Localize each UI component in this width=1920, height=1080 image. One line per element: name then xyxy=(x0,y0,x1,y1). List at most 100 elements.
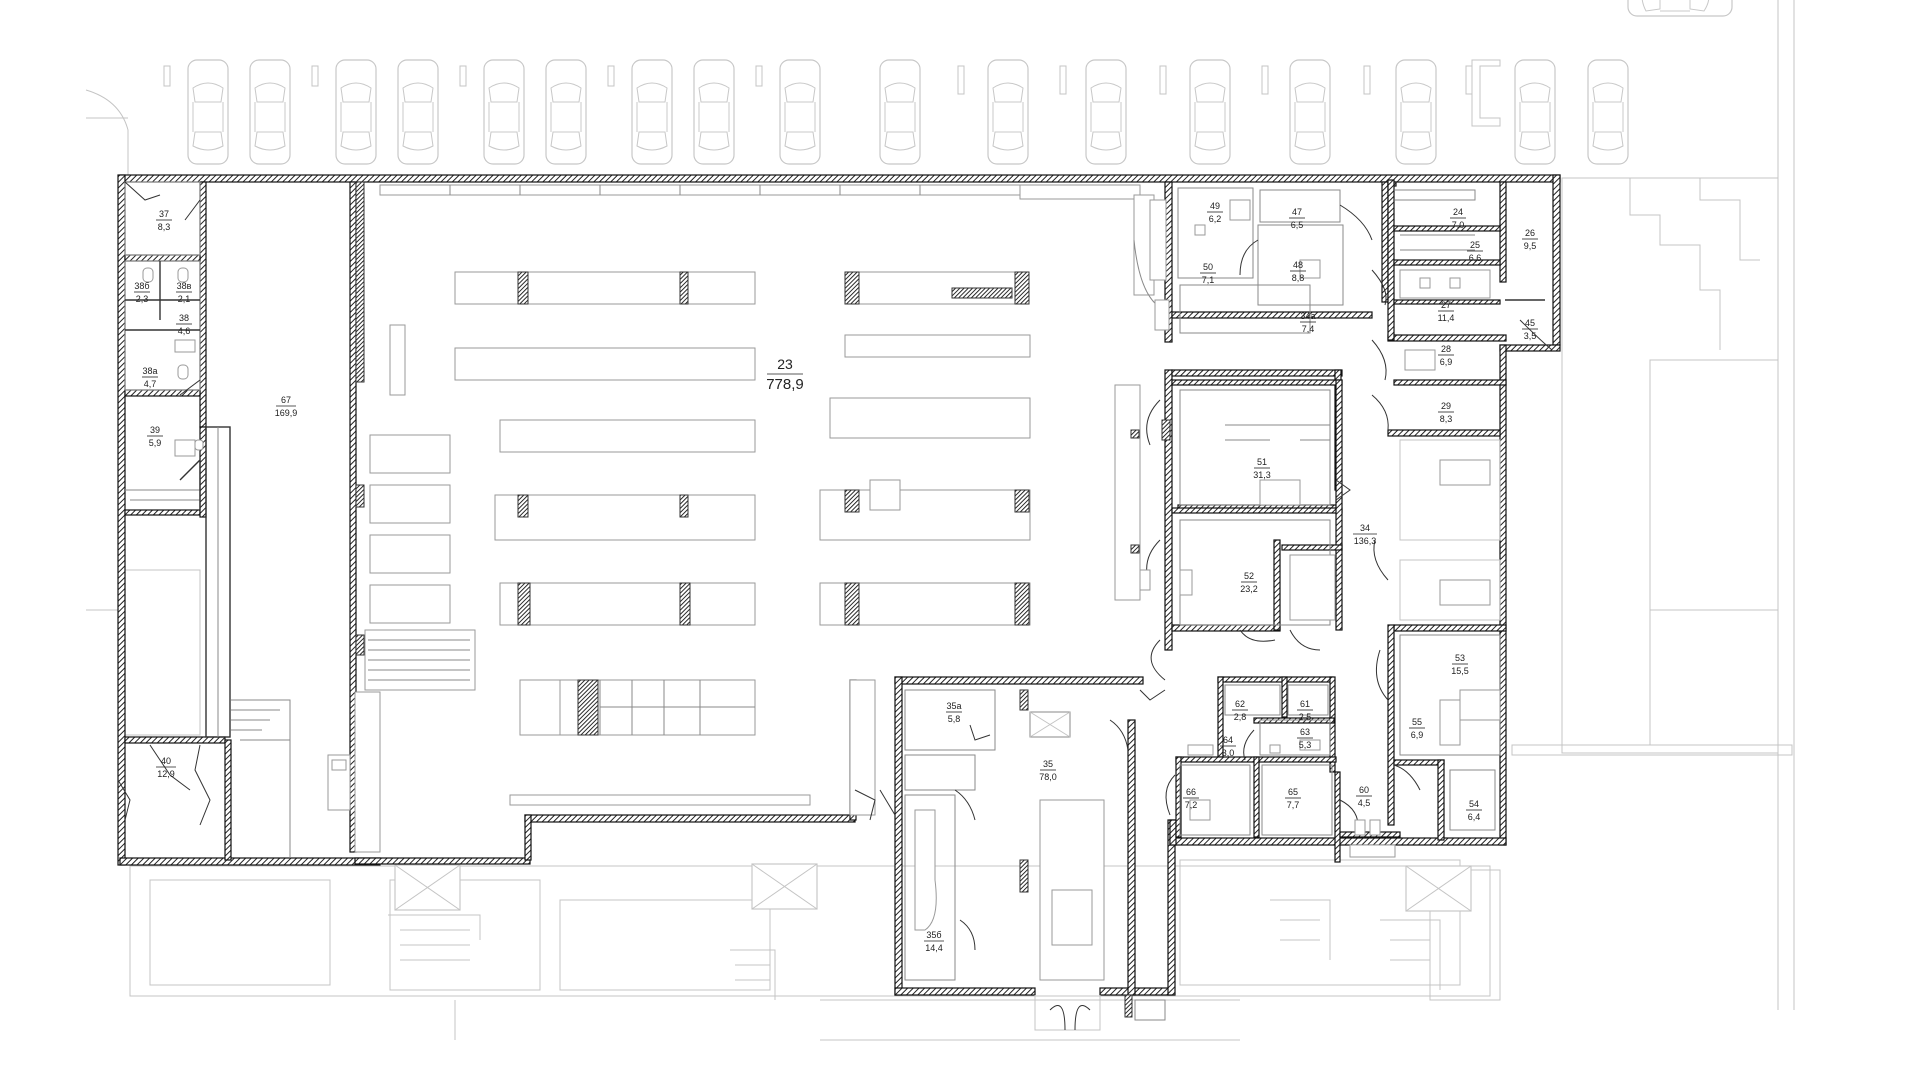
room-label-26: 26 9,5 xyxy=(1522,228,1538,251)
room-label-53: 53 15,5 xyxy=(1451,653,1469,676)
room-label-61: 61 2,5 xyxy=(1297,699,1313,722)
curb-line xyxy=(85,89,129,175)
room-label-34a: 34а 7,4 xyxy=(1300,311,1316,334)
room-area: 8,8 xyxy=(1292,273,1305,283)
room-label-40: 40 12,9 xyxy=(156,756,176,779)
parked-car xyxy=(631,59,673,165)
room-area: 778,9 xyxy=(766,376,804,393)
room-number: 61 xyxy=(1300,699,1310,709)
room-label-62: 62 2,8 xyxy=(1232,699,1248,722)
parking-marker xyxy=(1261,65,1269,95)
room-number: 29 xyxy=(1441,401,1451,411)
room-area: 7,2 xyxy=(1185,800,1198,810)
room-area: 6,4 xyxy=(1468,812,1481,822)
room-area: 3,0 xyxy=(1222,748,1235,758)
parking-marker xyxy=(957,65,965,95)
room-area: 136,3 xyxy=(1354,536,1377,546)
room-number: 38 xyxy=(179,313,189,323)
room-area: 5,9 xyxy=(149,438,162,448)
room-number: 48 xyxy=(1293,260,1303,270)
room-number: 38б xyxy=(134,281,149,291)
room-label-49: 49 6,2 xyxy=(1207,201,1223,224)
room-area: 8,3 xyxy=(1440,414,1453,424)
room-area: 23,2 xyxy=(1240,584,1258,594)
parking-marker xyxy=(607,65,615,87)
parked-car xyxy=(249,59,291,165)
room-area: 2,8 xyxy=(1234,712,1247,722)
room-area: 12,9 xyxy=(157,769,175,779)
room-area: 6,2 xyxy=(1209,214,1222,224)
room-area: 2,5 xyxy=(1299,712,1312,722)
parked-car xyxy=(187,59,229,165)
room-area: 7,4 xyxy=(1302,324,1315,334)
room-number: 39 xyxy=(150,425,160,435)
room-label-29: 29 8,3 xyxy=(1438,401,1454,424)
room-number: 51 xyxy=(1257,457,1267,467)
room-label-35: 35 78,0 xyxy=(1039,759,1057,782)
room-number: 34а xyxy=(1300,311,1315,321)
room-number: 50 xyxy=(1203,262,1213,272)
room-number: 63 xyxy=(1300,727,1310,737)
parked-car xyxy=(397,59,439,165)
room-number: 47 xyxy=(1292,207,1302,217)
room-area: 31,3 xyxy=(1253,470,1271,480)
room-area: 6,5 xyxy=(1291,220,1304,230)
room-label-67: 67 169,9 xyxy=(275,395,298,418)
room-number: 27 xyxy=(1441,300,1451,310)
room-number: 49 xyxy=(1210,201,1220,211)
stair-corridor xyxy=(125,426,351,858)
room-number: 37 xyxy=(159,209,169,219)
room-area: 5,8 xyxy=(948,714,961,724)
room-label-50: 50 7,1 xyxy=(1200,262,1216,285)
parking-marker xyxy=(459,65,467,87)
room-number: 35а xyxy=(946,701,961,711)
room-label-37: 37 8,3 xyxy=(156,209,172,232)
parked-car xyxy=(335,59,377,165)
room-label-65: 65 7,7 xyxy=(1285,787,1301,810)
parking-marker xyxy=(1159,65,1167,95)
service-rooms-lower xyxy=(1139,684,1396,858)
room-number: 38а xyxy=(142,366,157,376)
room-number: 34 xyxy=(1360,523,1370,533)
hall-partitions xyxy=(355,181,1171,821)
unloading-area xyxy=(904,689,1166,1031)
parked-car xyxy=(987,59,1029,165)
room-label-66: 66 7,2 xyxy=(1183,787,1199,810)
room-number: 35 xyxy=(1043,759,1053,769)
room-area: 6,9 xyxy=(1411,730,1424,740)
parking-marker xyxy=(1465,65,1473,95)
parked-car xyxy=(879,59,921,165)
room-area: 2,3 xyxy=(136,294,149,304)
room-number: 64 xyxy=(1223,735,1233,745)
room-number: 35б xyxy=(926,930,941,940)
parked-car xyxy=(1395,59,1437,165)
room-area: 6,6 xyxy=(1469,253,1482,263)
room-number: 24 xyxy=(1453,207,1463,217)
room-area: 78,0 xyxy=(1039,772,1057,782)
room-area: 8,3 xyxy=(158,222,171,232)
room-number: 54 xyxy=(1469,799,1479,809)
room-number: 52 xyxy=(1244,571,1254,581)
parking-area xyxy=(85,0,1733,175)
room-label-38b: 38б 2,3 xyxy=(134,281,150,304)
room-label-24: 24 7,0 xyxy=(1450,207,1466,230)
parking-marker xyxy=(311,65,319,87)
room-label-34: 34 136,3 xyxy=(1353,523,1377,546)
room-label-64: 64 3,0 xyxy=(1220,735,1236,758)
room-area: 7,7 xyxy=(1287,800,1300,810)
sales-hall-fixtures xyxy=(354,184,1170,853)
room-area: 4,6 xyxy=(178,326,191,336)
room-area: 2,1 xyxy=(178,294,191,304)
parking-marker xyxy=(755,65,763,87)
room-label-38: 38 4,6 xyxy=(176,313,192,336)
left-service-rooms xyxy=(117,181,211,826)
room-area: 6,9 xyxy=(1440,357,1453,367)
room-label-54: 54 6,4 xyxy=(1466,799,1482,822)
room-area: 9,5 xyxy=(1524,241,1537,251)
room-number: 45 xyxy=(1525,318,1535,328)
exterior-walls xyxy=(117,174,1561,996)
parking-marker xyxy=(1363,65,1371,95)
room-label-25: 25 6,6 xyxy=(1467,240,1483,263)
room-number: 25 xyxy=(1470,240,1480,250)
parking-marker xyxy=(1471,59,1501,127)
